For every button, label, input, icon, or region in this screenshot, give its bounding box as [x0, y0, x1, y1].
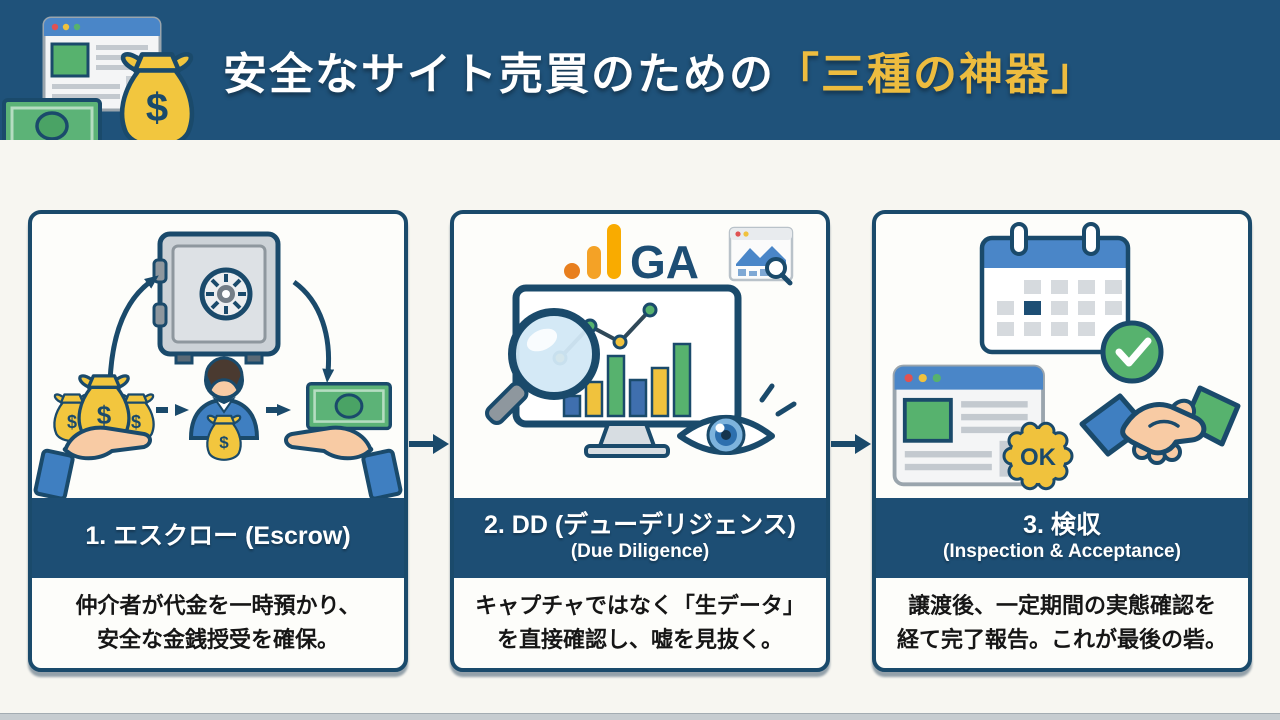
card-escrow-description: 仲介者が代金を一時預かり、 安全な金銭授受を確保。: [75, 592, 361, 652]
card-escrow-label: 1. エスクロー (Escrow): [85, 522, 351, 551]
process-cards-row: $ $ $ $: [28, 210, 1252, 672]
flow-arrow-icon: [831, 432, 871, 456]
check-circle-icon: [1100, 320, 1164, 384]
ok-badge-icon: OK: [1002, 421, 1074, 491]
page-title: 安全なサイト売買のための「三種の神器」: [223, 38, 1097, 102]
svg-text:$: $: [219, 433, 229, 452]
card-due-diligence: GA: [450, 210, 830, 672]
banknote-icon: [2, 98, 102, 140]
escrow-illustration: $ $ $ $: [32, 214, 404, 498]
card-inspection-label: 3. 検収: [1023, 511, 1101, 540]
receiving-hand-icon: [284, 425, 404, 498]
giving-hand-icon: [32, 425, 153, 498]
card-inspection-sublabel: (Inspection & Acceptance): [943, 540, 1181, 562]
card-inspection-description: 譲渡後、一定期間の実態確認を 経て完了報告。これが最後の砦。: [896, 592, 1227, 652]
curved-arrow-down-icon: [292, 279, 335, 383]
page-title-main: 安全なサイト売買のための: [223, 50, 775, 99]
main-content: $ $ $ $: [0, 140, 1280, 672]
card-dd-band: 2. DD (デューデリジェンス) (Due Diligence): [454, 498, 826, 578]
inspection-illustration: OK: [876, 214, 1248, 498]
svg-text:$: $: [146, 86, 168, 130]
header-banner: $ 安全なサイト売買のための「三種の神器」: [0, 0, 1280, 140]
calendar-icon: [979, 222, 1131, 355]
bottom-divider: [0, 713, 1280, 720]
header-illustration: $: [0, 0, 215, 140]
card-dd-description: キャプチャではなく「生データ」 を直接確認し、嘘を見抜く。: [475, 592, 805, 652]
svg-text:$: $: [97, 400, 112, 430]
analytics-browser-icon: [728, 226, 794, 286]
dd-illustration: GA: [454, 214, 826, 498]
google-analytics-logo-icon: GA: [564, 224, 699, 288]
ok-label: OK: [1020, 444, 1057, 471]
magnifier-icon: [485, 308, 600, 425]
banknote-icon: [306, 382, 392, 431]
safe-icon: [152, 231, 281, 365]
card-inspection: OK 3. 検収 (Inspection & A: [872, 210, 1252, 672]
curved-arrow-up-icon: [107, 275, 159, 383]
money-bag-icon: $: [122, 54, 192, 140]
card-escrow-band: 1. エスクロー (Escrow): [32, 498, 404, 578]
card-dd-label: 2. DD (デューデリジェンス): [483, 511, 796, 540]
ga-label: GA: [630, 236, 699, 288]
card-dd-sublabel: (Due Diligence): [570, 540, 710, 562]
broker-person-icon: $: [188, 356, 260, 461]
eye-icon: [677, 383, 797, 455]
money-bags-icon: $ $ $: [53, 374, 155, 444]
handshake-icon: [1079, 385, 1241, 465]
page-title-accent: 「三種の神器」: [775, 50, 1097, 99]
svg-text:$: $: [67, 412, 77, 432]
flow-arrow-icon: [409, 432, 449, 456]
card-inspection-band: 3. 検収 (Inspection & Acceptance): [876, 498, 1248, 578]
svg-text:$: $: [131, 412, 141, 432]
card-escrow: $ $ $ $: [28, 210, 408, 672]
